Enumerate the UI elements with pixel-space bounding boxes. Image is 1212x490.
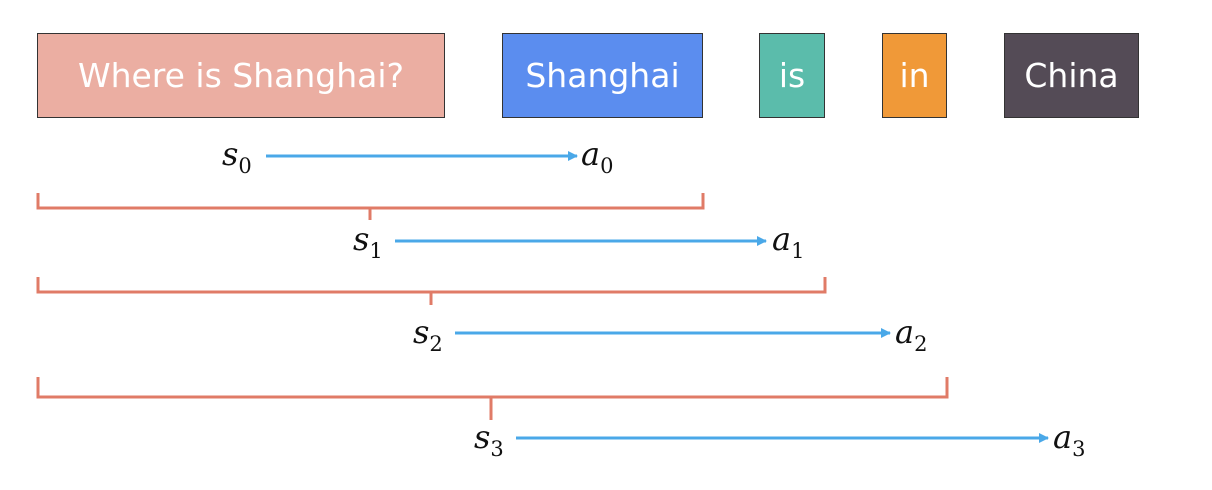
token-question: Where is Shanghai? <box>37 33 445 118</box>
token-is: is <box>759 33 825 118</box>
state-label-3: s3 <box>474 418 504 461</box>
bracket-1 <box>36 277 827 305</box>
token-shanghai: Shanghai <box>502 33 703 118</box>
action-label-0: a0 <box>581 135 614 178</box>
action-label-2: a2 <box>895 313 928 356</box>
action-label-3: a3 <box>1053 418 1086 461</box>
state-label-2: s2 <box>413 313 443 356</box>
bracket-0 <box>36 193 705 220</box>
token-china: China <box>1004 33 1139 118</box>
bracket-2 <box>36 377 949 420</box>
state-label-0: s0 <box>222 135 252 178</box>
action-label-1: a1 <box>772 220 805 263</box>
state-label-1: s1 <box>353 220 383 263</box>
token-in: in <box>882 33 947 118</box>
